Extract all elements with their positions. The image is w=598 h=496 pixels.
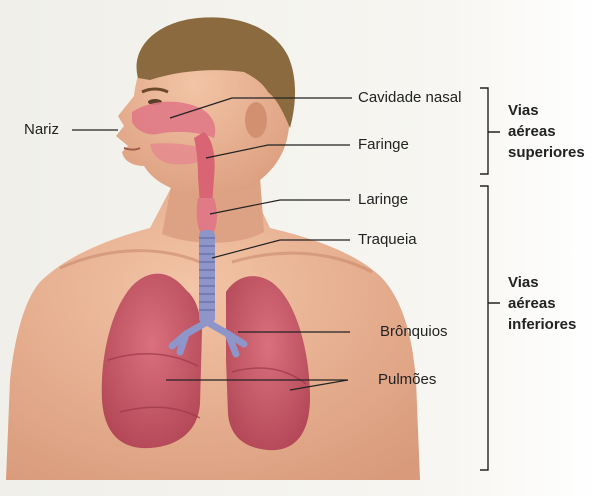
group-superior-line-3: superiores <box>508 142 585 163</box>
group-inferior-line-2: aéreas <box>508 293 576 314</box>
group-vias-superiores: Vias aéreas superiores <box>508 100 585 163</box>
group-superior-line-2: aéreas <box>508 121 585 142</box>
group-vias-inferiores: Vias aéreas inferiores <box>508 272 576 335</box>
label-bronquios: Brônquios <box>380 323 448 341</box>
ear <box>245 102 267 138</box>
label-pulmoes: Pulmões <box>378 371 436 389</box>
label-faringe: Faringe <box>358 136 409 154</box>
larynx-shape <box>197 198 217 232</box>
label-cavidade-nasal: Cavidade nasal <box>358 89 461 107</box>
label-nariz: Nariz <box>24 121 59 139</box>
group-inferior-line-1: Vias <box>508 272 576 293</box>
group-superior-line-1: Vias <box>508 100 585 121</box>
label-traqueia: Traqueia <box>358 231 417 249</box>
trachea-shape <box>199 230 215 324</box>
group-inferior-line-3: inferiores <box>508 314 576 335</box>
label-laringe: Laringe <box>358 191 408 209</box>
